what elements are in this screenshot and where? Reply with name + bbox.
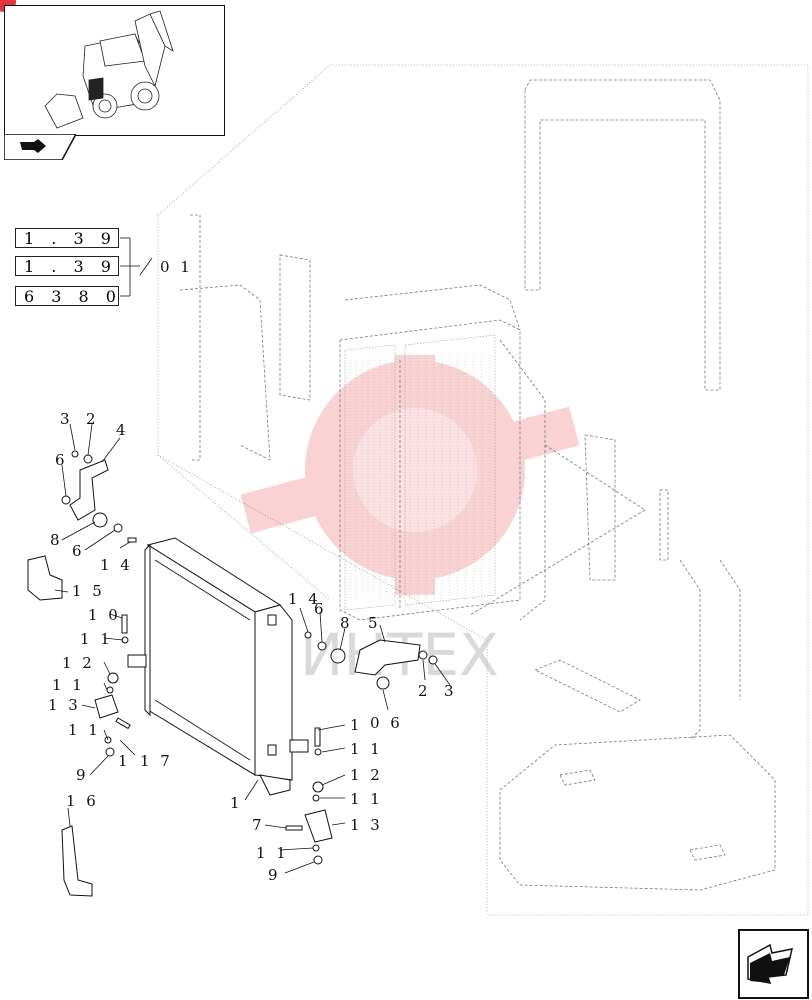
callout-3: 3 xyxy=(444,682,457,700)
bracket-part-5[interactable] xyxy=(354,639,421,676)
callout-1: 1 xyxy=(230,794,243,812)
radiator-part-1[interactable] xyxy=(127,537,309,796)
callout-11: 1 1 xyxy=(80,630,113,648)
bracket-part-4[interactable] xyxy=(69,459,109,521)
arrow-tab-icon[interactable] xyxy=(4,134,76,160)
callout-6: 6 xyxy=(72,542,85,560)
callout-6: 6 xyxy=(55,451,68,469)
callout-5: 5 xyxy=(368,614,381,632)
callout-11: 1 1 xyxy=(52,676,85,694)
callout-9: 9 xyxy=(76,766,89,784)
bracket-part-13b[interactable] xyxy=(304,809,333,843)
callout-13: 1 3 xyxy=(350,816,383,834)
callout-6: 6 xyxy=(314,600,327,618)
bracket-part-13a[interactable] xyxy=(94,694,119,719)
reference-box-3[interactable]: 6 3 8 0 2 xyxy=(15,286,119,306)
backhoe-loader-thumbnail-icon xyxy=(44,10,174,129)
bracket-part-15[interactable] xyxy=(27,555,63,601)
reference-suffix: 0 1 xyxy=(160,258,193,276)
callout-8: 8 xyxy=(50,531,63,549)
callout-7: 7 xyxy=(252,816,265,834)
installed-radiator-dashed xyxy=(179,79,776,891)
next-page-arrow-icon xyxy=(747,943,793,984)
callout-8: 8 xyxy=(340,614,353,632)
callout-12: 1 2 xyxy=(62,654,95,672)
hardware-items xyxy=(61,450,438,865)
callout-11: 1 1 xyxy=(350,790,383,808)
callout-4: 4 xyxy=(116,421,129,439)
callout-12: 1 2 xyxy=(350,766,383,784)
callout-15: 1 5 xyxy=(72,582,105,600)
callout-11: 1 1 xyxy=(68,721,101,739)
callout-17: 1 7 xyxy=(140,752,173,770)
callout-1: 1 xyxy=(350,716,363,734)
callout-2: 2 xyxy=(86,410,99,428)
callout-11: 1 1 xyxy=(350,740,383,758)
next-page-button[interactable] xyxy=(738,929,809,999)
callout-14: 1 4 xyxy=(100,556,133,574)
reference-box-1[interactable]: 1 . 3 9 . 8 xyxy=(15,228,119,248)
reference-box-2[interactable]: 1 . 3 9 . 8 xyxy=(15,256,119,276)
callout-1: 1 xyxy=(118,752,131,770)
callout-10: 1 0 xyxy=(88,606,121,624)
callout-06: 0 6 xyxy=(370,714,403,732)
callout-2: 2 xyxy=(418,682,431,700)
callout-11: 1 1 xyxy=(256,844,289,862)
callout-9: 9 xyxy=(268,866,281,884)
callout-13: 1 3 xyxy=(48,696,81,714)
callout-14: 1 4 xyxy=(288,590,321,608)
callout-3: 3 xyxy=(60,410,73,428)
callout-16: 1 6 xyxy=(66,792,99,810)
bracket-part-16[interactable] xyxy=(61,825,93,897)
machine-thumbnail[interactable] xyxy=(4,5,225,136)
